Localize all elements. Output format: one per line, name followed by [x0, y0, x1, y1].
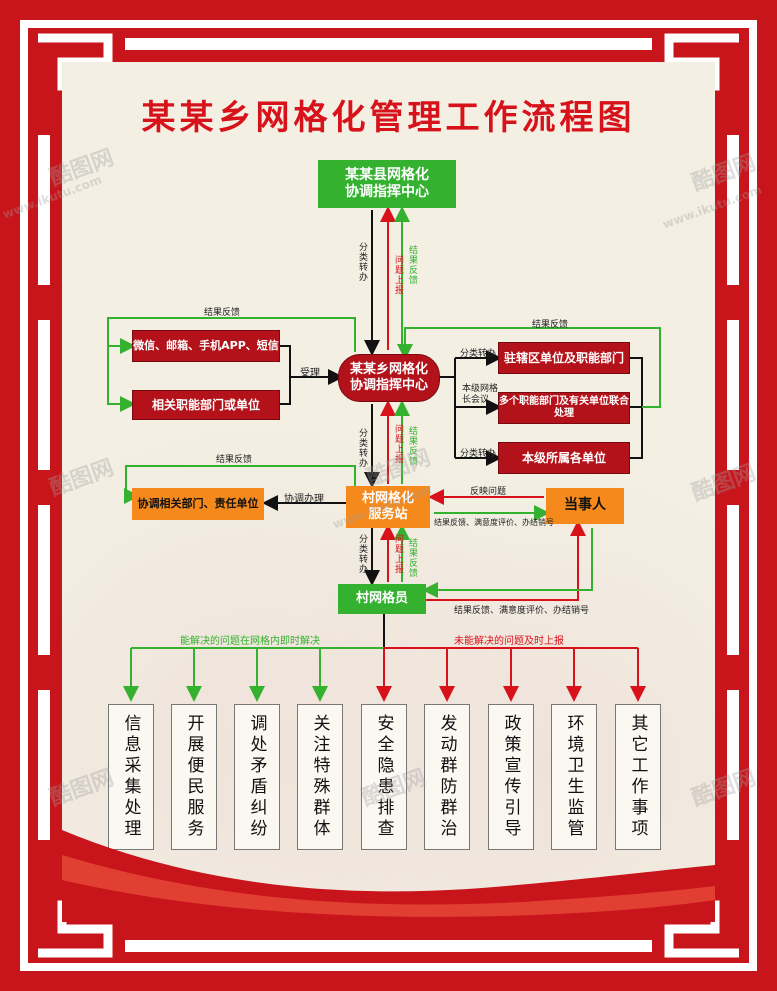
stationed-units: 驻辖区单位及职能部门 [498, 342, 630, 374]
task-info-collection: 信息采集处理 [108, 704, 154, 850]
frame-fret-left-4 [38, 690, 50, 840]
label-classify-right-2: 分类转办 [460, 449, 497, 459]
related-departments: 相关职能部门或单位 [132, 390, 280, 420]
task-other-work: 其它工作事项 [615, 704, 661, 850]
joint-handling-meeting: 多个职能部门及有关单位联合处理 [498, 392, 630, 424]
township-command-center: 某某乡网格化 协调指挥中心 [338, 354, 440, 402]
label-feedback-left: 结果反馈 [204, 308, 241, 318]
label-feedback-right: 结果反馈 [532, 320, 569, 330]
task-convenience-service: 开展便民服务 [171, 704, 217, 850]
village-grid-service-station: 村网格化 服务站 [346, 486, 430, 528]
label-result-feedback-2: 结果反馈 [407, 426, 417, 466]
frame-fret-right-1 [727, 135, 739, 285]
task-special-groups: 关注特殊群体 [297, 704, 343, 850]
subordinate-units: 本级所属各单位 [498, 442, 630, 474]
label-grid-leader-meeting: 本级网格 长会议 [462, 384, 499, 405]
label-feedback-eval-2: 结果反馈、满意度评价、办结销号 [454, 606, 590, 616]
label-accept: 受理 [300, 368, 320, 379]
frame-line-left [20, 20, 28, 971]
label-coordinate-handle: 协调办理 [284, 494, 324, 505]
frame-line-bottom [20, 963, 757, 971]
county-command-center: 某某县网格化 协调指挥中心 [318, 160, 456, 208]
page-title: 某某乡网格化管理工作流程图 [141, 98, 636, 138]
frame-fret-right-4 [727, 690, 739, 840]
frame-line-top [20, 20, 757, 28]
label-classify-transfer-1: 分类转办 [357, 242, 367, 282]
frame-fret-left-2 [38, 320, 50, 470]
task-mass-prevention: 发动群防群治 [424, 704, 470, 850]
involved-party: 当事人 [546, 488, 624, 524]
label-result-feedback-1: 结果反馈 [407, 245, 417, 285]
label-issue-report-1: 问题上报 [393, 255, 403, 295]
coordinate-departments: 协调相关部门、责任单位 [132, 488, 264, 520]
frame-fret-right-3 [727, 505, 739, 655]
label-feedback-coordinate: 结果反馈 [216, 455, 253, 465]
label-classify-right-1: 分类转办 [460, 349, 497, 359]
frame-fret-bottom [125, 940, 652, 952]
label-classify-transfer-2: 分类转办 [357, 428, 367, 468]
frame-fret-left-1 [38, 135, 50, 285]
frame-fret-right-2 [727, 320, 739, 470]
task-policy-promotion: 政策宣传引导 [488, 704, 534, 850]
frame-fret-top [125, 38, 652, 50]
village-grid-member: 村网格员 [338, 584, 426, 614]
frame-fret-left-3 [38, 505, 50, 655]
label-report-up: 未能解决的问题及时上报 [454, 636, 564, 647]
task-dispute-mediation: 调处矛盾纠纷 [234, 704, 280, 850]
task-safety-inspection: 安全隐患排查 [361, 704, 407, 850]
label-feedback-eval-1: 结果反馈、满意度评价、办结销号 [434, 518, 554, 527]
red-ribbon-decoration [62, 830, 715, 922]
label-solve-inside: 能解决的问题在网格内即时解决 [180, 636, 320, 647]
label-issue-report-3: 问题上报 [393, 534, 403, 574]
frame-line-right [749, 20, 757, 971]
label-report-issue: 反映问题 [470, 487, 507, 497]
label-result-feedback-3: 结果反馈 [407, 538, 417, 578]
intake-channels: 微信、邮箱、手机APP、短信 [132, 330, 280, 362]
label-classify-transfer-3: 分类转办 [357, 534, 367, 574]
label-issue-report-2: 问题上报 [393, 424, 403, 464]
task-sanitation-supervision: 环境卫生监管 [551, 704, 597, 850]
